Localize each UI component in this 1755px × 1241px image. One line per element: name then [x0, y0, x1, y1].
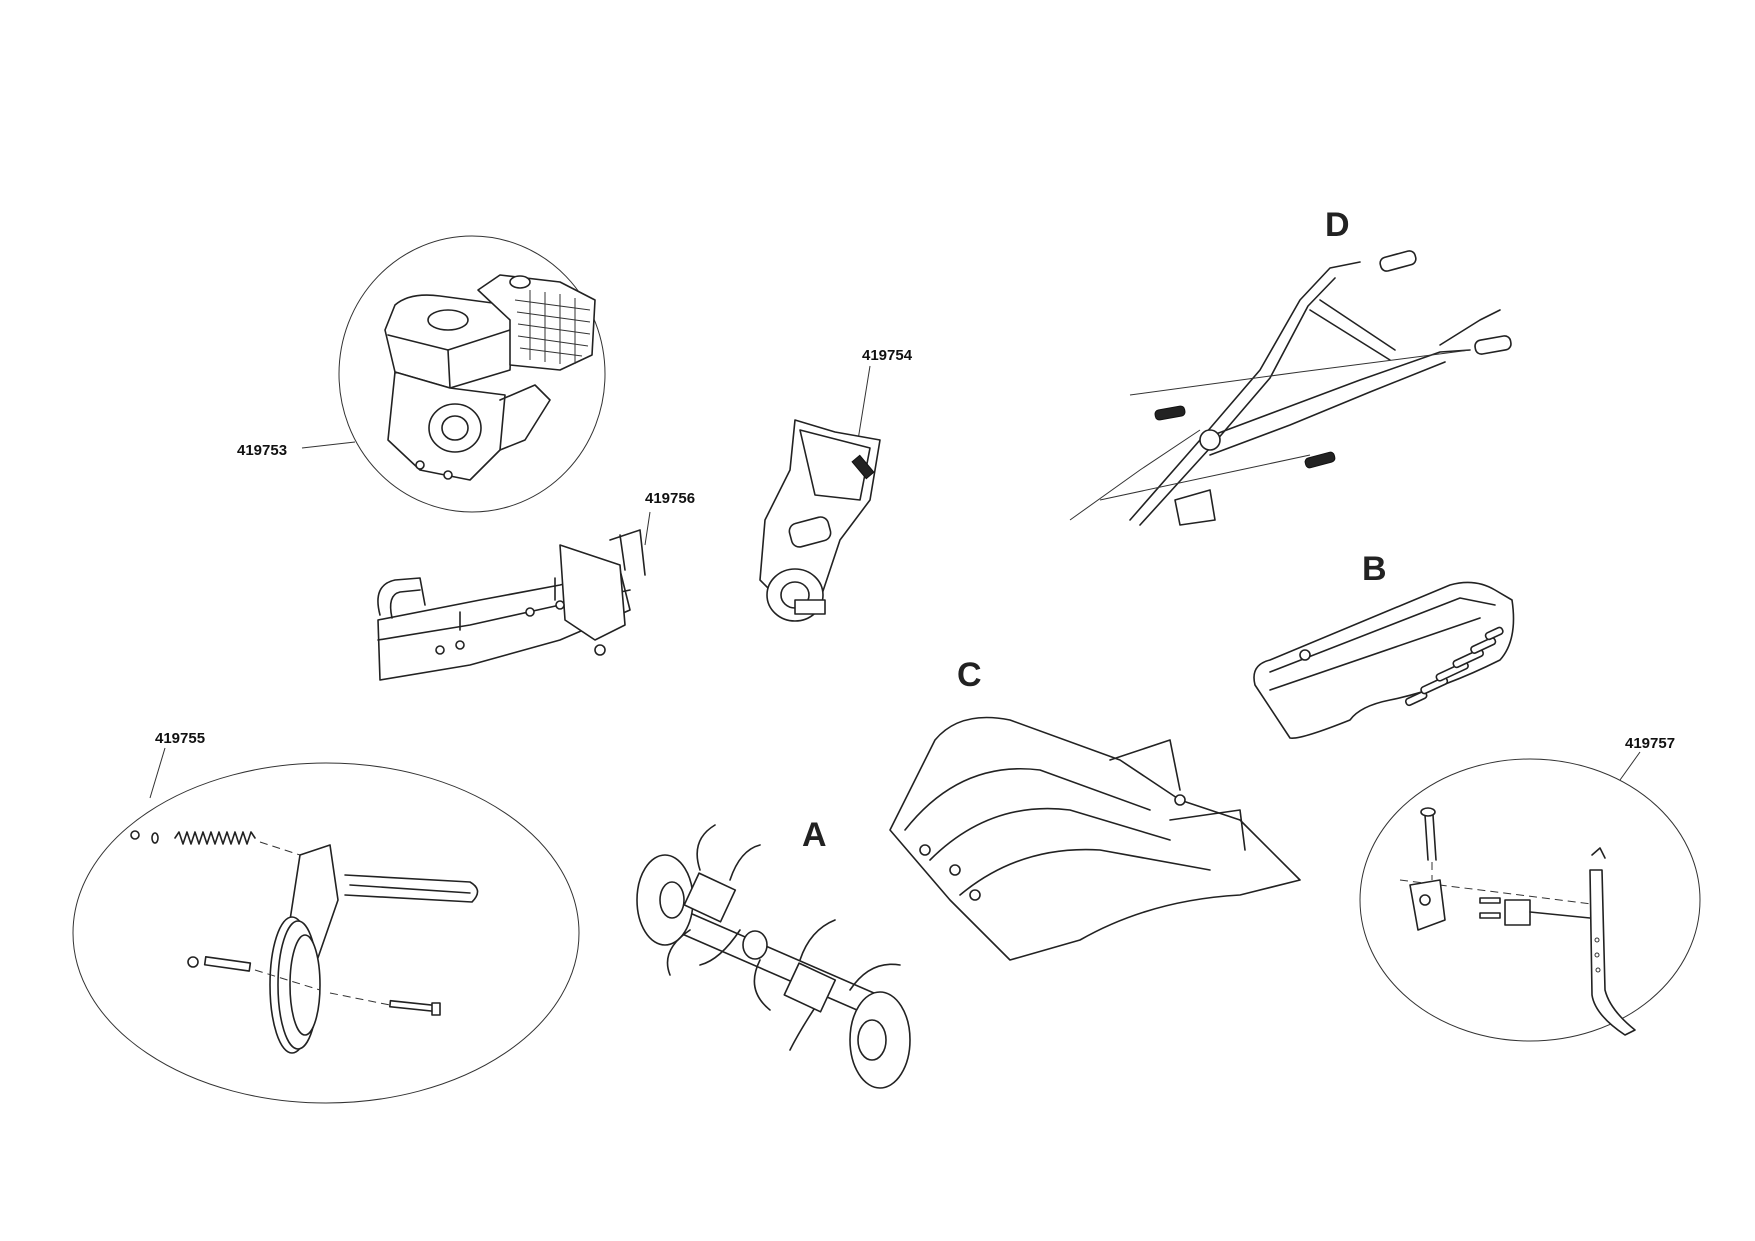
depth-stake-part-number: 419757 — [1625, 735, 1675, 752]
transport-wheel-callout: 419755 — [72, 730, 580, 1104]
depth-stake-illustration — [1399, 807, 1636, 1036]
gearbox-callout: 419754 — [759, 347, 913, 622]
tines-letter: A — [802, 816, 827, 854]
engine-part-number: 419753 — [237, 442, 287, 459]
frame-callout: 419756 — [377, 490, 695, 681]
belt-cover-letter: B — [1362, 550, 1387, 588]
fender-letter: C — [957, 656, 982, 694]
frame-part-number: 419756 — [645, 490, 695, 507]
fender-assembly: C — [889, 656, 1301, 961]
tines-assembly: A — [636, 816, 911, 1089]
engine-illustration — [384, 274, 596, 481]
engine-callout: 419753 — [237, 235, 606, 513]
depth-stake-callout: 419757 — [1359, 735, 1701, 1042]
handlebar-illustration — [1069, 250, 1512, 526]
tines-illustration — [636, 824, 911, 1089]
frame-illustration — [377, 529, 646, 681]
gearbox-part-number: 419754 — [862, 347, 913, 364]
gearbox-illustration — [759, 419, 881, 622]
belt-cover-assembly: B — [1253, 550, 1515, 739]
fender-illustration — [889, 716, 1301, 961]
handlebar-letter: D — [1325, 206, 1350, 244]
vent-slots — [1404, 626, 1504, 707]
handlebar-assembly: D — [1069, 206, 1512, 526]
transport-wheel-part-number: 419755 — [155, 730, 205, 747]
belt-cover-illustration — [1253, 581, 1515, 739]
transport-wheel-illustration — [130, 830, 479, 1054]
